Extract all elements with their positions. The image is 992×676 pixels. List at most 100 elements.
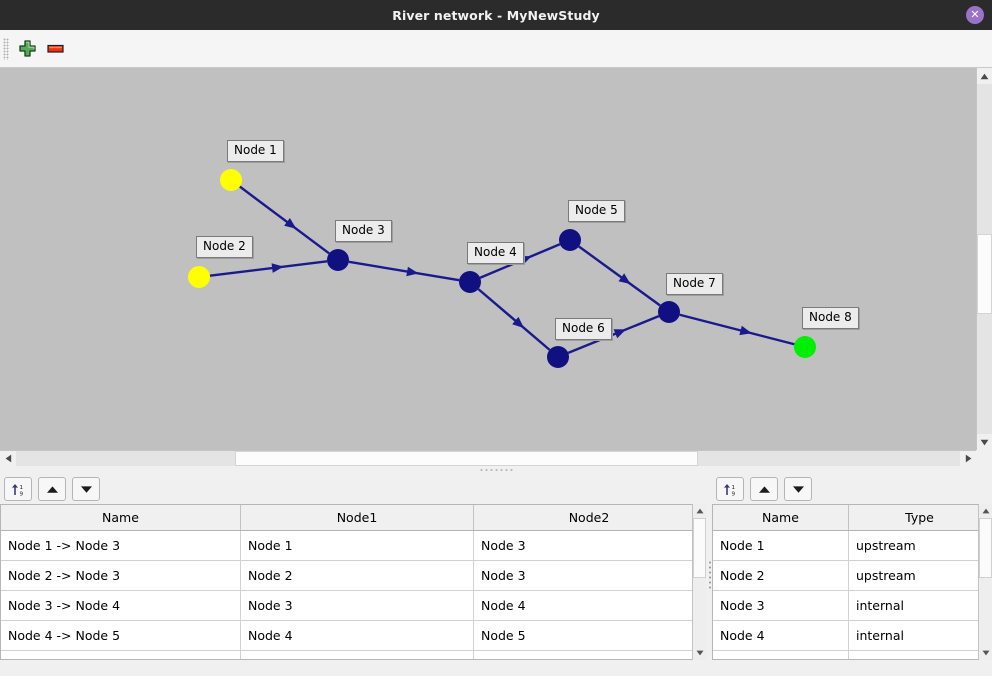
table-cell-empty[interactable] [473,650,705,659]
graph-horizontal-scrollbar[interactable] [0,450,976,466]
table-cell[interactable]: Node 2 -> Node 3 [1,560,241,591]
table-cell[interactable]: Node 4 [240,620,474,651]
network-diagram-canvas[interactable]: Node 1 Node 2 Node 3 Node 4 Node 5 Node 6 Node… [0,68,976,450]
node-label[interactable]: Node 7 [666,273,723,295]
table-cell[interactable]: upstream [848,530,991,561]
table-cell[interactable]: internal [848,620,991,651]
horizontal-splitter[interactable] [0,466,992,474]
arrow-up-icon[interactable] [750,477,778,501]
graph-edge[interactable] [239,185,330,255]
branch-scroll-down-icon[interactable] [693,646,706,660]
graph-edge[interactable] [567,315,660,354]
graph-vscroll-track[interactable] [977,84,992,434]
branch-table-scrollbar[interactable] [692,504,706,660]
column-header[interactable]: Name [713,505,849,531]
node-label[interactable]: Node 6 [555,318,612,340]
branch-scroll-up-icon[interactable] [693,504,706,518]
graph-vertical-scrollbar[interactable] [976,68,992,450]
sort-ascending-icon[interactable]: 1 9 [716,477,744,501]
toolbar-drag-handle[interactable] [3,37,9,60]
table-cell[interactable]: Node 3 [473,560,705,591]
graph-vscroll-thumb[interactable] [977,234,992,314]
sort-ascending-icon[interactable]: 1 9 [4,477,32,501]
table-cell[interactable]: Node 3 [473,530,705,561]
title-bar: River network - MyNewStudy ✕ [0,0,992,30]
vertical-splitter[interactable] [706,474,712,676]
node-label[interactable]: Node 2 [196,236,253,258]
node-scroll-thumb[interactable] [979,518,992,578]
svg-text:9: 9 [731,491,735,497]
table-cell-empty[interactable] [1,650,241,659]
table-cell[interactable]: Node 1 [713,530,849,561]
graph-node[interactable] [459,271,481,293]
table-cell[interactable]: Node 3 -> Node 4 [1,590,241,621]
table-cell-empty[interactable] [240,650,474,659]
graph-node[interactable] [327,249,349,271]
table-cell[interactable]: internal [848,590,991,621]
table-row-empty[interactable] [713,650,991,659]
scroll-right-icon[interactable] [960,451,976,466]
table-cell[interactable]: Node 3 [240,590,474,621]
graph-edge[interactable] [477,288,551,351]
close-icon[interactable]: ✕ [966,6,984,24]
table-cell[interactable]: Node 2 [713,560,849,591]
graph-edge[interactable] [209,260,328,277]
graph-node[interactable] [658,301,680,323]
svg-text:1: 1 [19,485,23,491]
node-label[interactable]: Node 5 [568,200,625,222]
scroll-down-icon[interactable] [977,434,992,450]
node-scroll-up-icon[interactable] [979,504,992,518]
scroll-up-icon[interactable] [977,68,992,84]
graph-node[interactable] [188,266,210,288]
node-label[interactable]: Node 3 [335,220,392,242]
graph-edge[interactable] [348,260,460,282]
graph-node[interactable] [559,229,581,251]
graph-node[interactable] [220,169,242,191]
node-scroll-down-icon[interactable] [979,646,992,660]
column-header[interactable]: Name [1,505,241,531]
table-cell[interactable]: Node 4 -> Node 5 [1,620,241,651]
table-cell[interactable]: upstream [848,560,991,591]
graph-node[interactable] [547,346,569,368]
scroll-left-icon[interactable] [0,451,16,466]
table-cell[interactable]: Node 2 [240,560,474,591]
arrow-up-icon[interactable] [38,477,66,501]
splitter-grip [479,468,513,472]
arrow-down-icon[interactable] [784,477,812,501]
column-header[interactable]: Node1 [240,505,474,531]
branch-scroll-thumb[interactable] [693,518,706,578]
table-cell-empty[interactable] [848,650,991,659]
add-plus-icon[interactable] [13,35,41,63]
table-cell-empty[interactable] [713,650,849,659]
column-header[interactable]: Node2 [473,505,705,531]
table-cell[interactable]: Node 3 [713,590,849,621]
table-cell[interactable]: Node 1 [240,530,474,561]
remove-minus-icon[interactable] [41,35,69,63]
graph-edge[interactable] [578,245,661,307]
table-row-empty[interactable] [1,650,705,659]
table-cell[interactable]: Node 4 [713,620,849,651]
node-table-scrollbar[interactable] [978,504,992,660]
column-header[interactable]: Type [848,505,991,531]
table-cell[interactable]: Node 1 -> Node 3 [1,530,241,561]
table-cell[interactable]: Node 4 [473,590,705,621]
node-label[interactable]: Node 8 [802,307,859,329]
graph-node[interactable] [794,336,816,358]
graph-hscroll-track[interactable] [16,451,960,466]
arrow-down-icon[interactable] [72,477,100,501]
graph-edge[interactable] [679,313,795,346]
graph-hscroll-thumb[interactable] [235,451,698,466]
node-label[interactable]: Node 1 [227,140,284,162]
node-label[interactable]: Node 4 [467,242,524,264]
table-cell[interactable]: Node 5 [473,620,705,651]
